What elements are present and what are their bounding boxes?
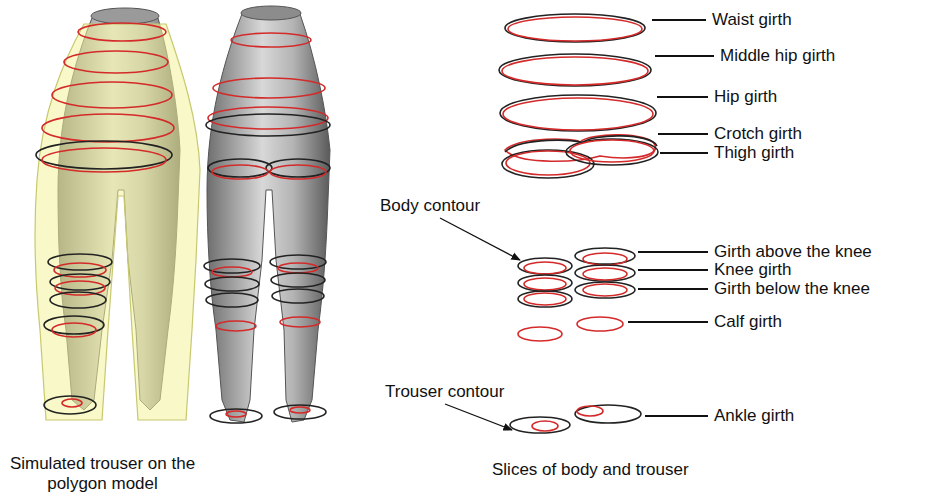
panel-caption: Simulated trouser on the polygon model [0,454,205,494]
panel-caption: Slices of body and trouser [492,460,689,480]
slice-label: Thigh girth [714,143,794,163]
slice-label: Crotch girth [714,124,802,144]
slices [499,14,658,433]
slice-label: Ankle girth [714,406,794,426]
trouser-figure [35,8,200,420]
slice-label: Trouser contour [385,382,504,402]
slice-label: Girth above the knee [714,242,872,262]
slice-label: Waist girth [712,10,792,30]
slice-label: Girth below the knee [714,279,870,299]
slice-label: Knee girth [714,260,792,280]
slice-label: Calf girth [714,312,782,332]
slice-label: Body contour [380,196,480,216]
leader-lines [440,20,714,430]
body-model [204,6,330,423]
slice-label: Middle hip girth [720,46,835,66]
slice-label: Hip girth [714,87,777,107]
